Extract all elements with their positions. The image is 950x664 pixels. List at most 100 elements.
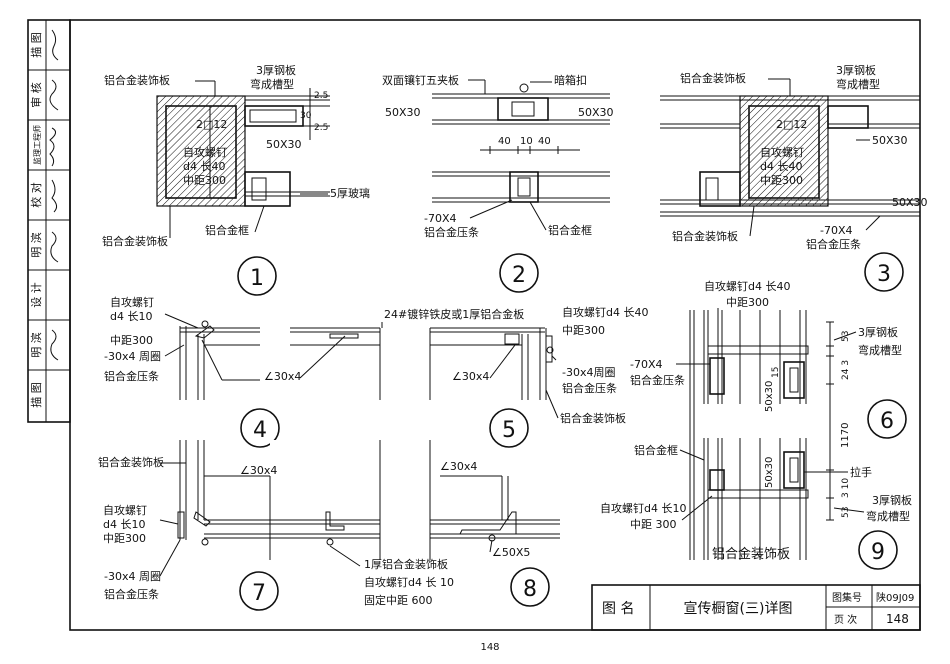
d2-strip-1: -70X4	[424, 212, 457, 225]
sidebar-row-6: 设 计	[30, 282, 43, 308]
d8-angle: ∠30x4	[440, 460, 477, 473]
d1-screw-1: 自攻螺钉	[183, 145, 227, 159]
d9-steel: 3厚钢板	[872, 493, 912, 507]
d7-screw-3: 中距300	[103, 532, 146, 545]
d1-deco-bot: 铝合金装饰板	[102, 234, 168, 248]
d6-steel: 3厚钢板	[858, 325, 898, 339]
d1-glass: 5厚玻璃	[330, 186, 370, 200]
page-number: 148	[480, 642, 499, 653]
d4-ring: -30x4 周圈	[104, 350, 161, 363]
d4-screw-2: d4 长10	[110, 310, 152, 323]
d8-angle-2: ∠50X5	[492, 546, 530, 559]
d7-screw-2: d4 长10	[103, 518, 145, 531]
set-value: 陕09J09	[876, 591, 914, 604]
d4-number: 4	[253, 418, 267, 443]
d9-groove: 弯成槽型	[866, 509, 910, 523]
d3-strip-1: -70X4	[820, 224, 853, 237]
d4-screw-3: 中距300	[110, 334, 153, 347]
d2-board: 双面镶钉五夹板	[382, 73, 459, 87]
page-label: 页 次	[834, 613, 857, 626]
drawing-title: 宣传橱窗(三)详图	[684, 600, 793, 617]
d9-number: 9	[871, 540, 885, 565]
d4-angle: ∠30x4	[264, 370, 301, 383]
d1-dim-b: 30	[300, 111, 312, 121]
d2-dim-1: 40	[498, 136, 511, 147]
d7-strip: 铝合金压条	[104, 587, 159, 601]
d2-number: 2	[512, 263, 526, 288]
d3-steel: 3厚钢板	[836, 63, 876, 77]
d5-angle: ∠30x4	[452, 370, 489, 383]
d9-dim-310: 3 10	[841, 478, 851, 498]
sidebar-row-2: 审 核	[29, 82, 43, 108]
d4-screw-1: 自攻螺钉	[110, 295, 154, 309]
d3-screw-3: 中距300	[760, 174, 803, 187]
d9-screw-1: 自攻螺钉d4 长10	[600, 501, 686, 515]
d3-groove: 弯成槽型	[836, 77, 880, 91]
d3-number: 3	[877, 262, 891, 287]
d2-frame: 铝合金框	[548, 223, 592, 237]
d7-number: 7	[252, 581, 266, 606]
page-value: 148	[886, 612, 909, 626]
signature-scribbles	[49, 29, 59, 361]
d1-screw-3: 中距300	[183, 174, 226, 187]
d4-strip: 铝合金压条	[104, 369, 159, 383]
d6-number: 6	[880, 409, 894, 434]
d5-ring: -30x4周圈	[562, 366, 615, 379]
d1-size: 50X30	[266, 138, 302, 151]
set-label: 图集号	[832, 591, 862, 604]
d6-screw-1: 自攻螺钉d4 长40	[704, 279, 790, 293]
title-name-label: 图 名	[602, 601, 634, 617]
d5-screw-2: 中距300	[562, 324, 605, 337]
d2-lock: 暗箱扣	[554, 73, 587, 87]
d6-strip-1: -70X4	[630, 358, 663, 371]
d8-fix: 固定中距 600	[364, 593, 433, 607]
d3-deco-bot: 铝合金装饰板	[672, 229, 738, 243]
d1-dim-a: 2.5	[314, 91, 328, 101]
d3-strip-2: 铝合金压条	[806, 237, 861, 251]
d6-groove: 弯成槽型	[858, 343, 902, 357]
d1-tube: 2□12	[196, 118, 227, 131]
detail-1: 铝合金装饰板 3厚钢板 弯成槽型 2.5 30 2.5 2□12 50X30 自…	[102, 63, 370, 296]
main-frame	[69, 19, 921, 631]
sidebar-row-1: 描 图	[29, 32, 43, 58]
d6-dim-243: 24 3	[841, 360, 851, 380]
d1-dim-c: 2.5	[314, 123, 328, 133]
d5-deco: 铝合金装饰板	[560, 411, 626, 425]
d1-steel: 3厚钢板	[256, 63, 296, 77]
sidebar-row-4: 校 对	[29, 182, 43, 208]
d6-strip-2: 铝合金压条	[630, 373, 685, 387]
d9-size: 50x30	[764, 457, 775, 488]
d1-frame: 铝合金框	[205, 223, 249, 237]
d2-size-right: 50X30	[578, 106, 614, 119]
d8-board: 1厚铝合金装饰板	[364, 557, 448, 571]
sidebar-row-7: 明 滨	[29, 332, 43, 358]
sidebar: 描 图 审 核 监理工程师 校 对 明 滨 设 计 明 滨 描 图	[27, 19, 71, 423]
d3-screw-2: d4 长40	[760, 160, 802, 173]
d2-size-left: 50X30	[385, 106, 421, 119]
d1-screw-2: d4 长40	[183, 160, 225, 173]
d8-number: 8	[523, 577, 537, 602]
d3-screw-1: 自攻螺钉	[760, 145, 804, 159]
d7-angle: ∠30x4	[240, 464, 277, 477]
detail-4-5: 自攻螺钉 d4 长10 中距300 -30x4 周圈 铝合金压条 ∠30x4 2…	[104, 295, 648, 448]
d1-groove: 弯成槽型	[250, 77, 294, 91]
d6-size: 50x30	[764, 381, 775, 412]
d6-dim-15: 15	[771, 367, 781, 378]
sidebar-rows	[28, 69, 70, 371]
d2-strip-2: 铝合金压条	[424, 225, 479, 239]
detail-6-9: 自攻螺钉d4 长40 中距300 -70X4 铝合金压条 3厚钢板 弯成槽型 5…	[600, 279, 912, 570]
d1-number: 1	[250, 266, 264, 291]
d6-height: 1170	[840, 423, 851, 448]
d3-size-1: 50X30	[872, 134, 908, 147]
title-block: 图 名 宣传橱窗(三)详图 图集号 陕09J09 页 次 148	[591, 584, 921, 631]
d6-screw-2: 中距300	[726, 296, 769, 309]
detail-3: 铝合金装饰板 3厚钢板 弯成槽型 2□12 50X30 自攻螺钉 d4 长40 …	[660, 63, 928, 292]
d7-deco: 铝合金装饰板	[98, 455, 164, 469]
d7-ring: -30x4 周圈	[104, 570, 161, 583]
d2-dim-2: 10	[520, 136, 533, 147]
d1-deco-top: 铝合金装饰板	[104, 73, 170, 87]
d9-caption: 铝合金装饰板	[712, 546, 790, 562]
d6-dim-53: 53	[841, 331, 851, 342]
sidebar-row-5: 明 滨	[29, 232, 43, 258]
